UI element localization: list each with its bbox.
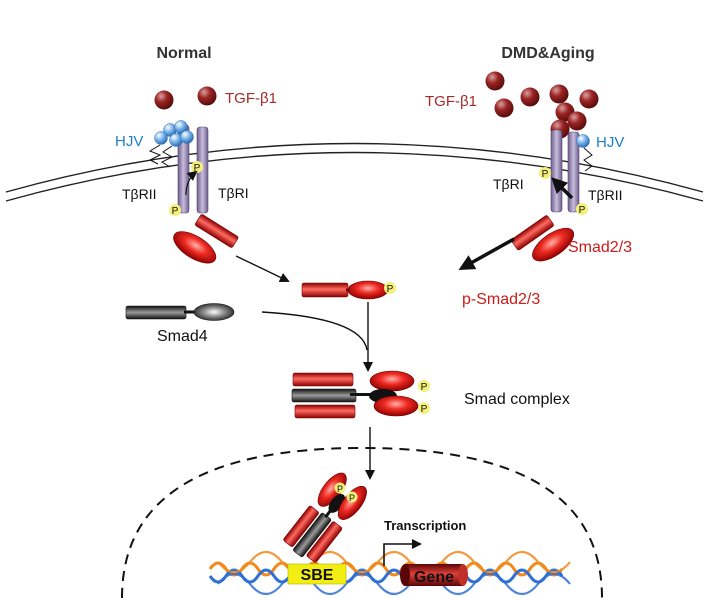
hjv-protein bbox=[180, 130, 194, 144]
transcription-start-arrow bbox=[383, 539, 422, 566]
phospho-site bbox=[191, 161, 203, 173]
smad4-label: Smad4 bbox=[157, 328, 208, 345]
smad-complex-bound bbox=[283, 472, 367, 563]
phosphorylation-arrow-left bbox=[185, 170, 198, 196]
phospho-site bbox=[334, 482, 346, 494]
phospho-site bbox=[576, 203, 588, 215]
tgf-beta1-ligand bbox=[567, 111, 587, 131]
receptor-tbri-right bbox=[550, 129, 563, 213]
hjv-label-left: HJV bbox=[115, 133, 143, 150]
tgf-beta1-ligand bbox=[494, 98, 514, 118]
p-smad23: P bbox=[301, 280, 396, 300]
gene-cylinder bbox=[400, 564, 468, 586]
smad-complex: P P bbox=[291, 370, 430, 419]
receptor-tbrii-right bbox=[567, 131, 580, 213]
svg-text:P: P bbox=[337, 484, 343, 494]
tgf-beta1-ligand bbox=[485, 71, 505, 91]
cell-membrane-outer bbox=[5, 142, 704, 193]
transcription-label: Transcription bbox=[384, 518, 466, 533]
phospho-site bbox=[539, 167, 551, 179]
tgf-beta1-ligand bbox=[520, 87, 540, 107]
flow-arrow-left bbox=[235, 255, 290, 283]
svg-text:P: P bbox=[387, 284, 394, 295]
flow-arrow-smad4-merge bbox=[261, 311, 368, 351]
gpi-anchor-left bbox=[148, 144, 162, 165]
svg-text:P: P bbox=[349, 493, 355, 503]
tgf-beta1-label-right: TGF-β1 bbox=[425, 93, 477, 110]
smad23-left bbox=[173, 214, 239, 264]
hjv-protein bbox=[154, 131, 168, 145]
smad23-label: Smad2/3 bbox=[568, 239, 632, 256]
tbri-label-right: TβRI bbox=[493, 176, 524, 192]
tbrii-label-left: TβRII bbox=[122, 186, 157, 202]
tgf-beta1-ligand bbox=[579, 89, 599, 109]
sbe-box bbox=[287, 563, 347, 585]
gene-label: Gene bbox=[414, 569, 454, 586]
tbri-label-left: TβRI bbox=[218, 185, 249, 201]
phospho-site bbox=[169, 204, 181, 216]
smad23-right bbox=[511, 215, 575, 262]
svg-text:P: P bbox=[579, 205, 586, 216]
dna-helix bbox=[208, 550, 571, 596]
svg-text:P: P bbox=[421, 404, 428, 415]
smad4 bbox=[125, 303, 235, 321]
svg-text:P: P bbox=[194, 163, 201, 174]
phosphorylation-arrow-right bbox=[551, 177, 574, 200]
smad-complex-label: Smad complex bbox=[464, 391, 570, 408]
gpi-anchor-right bbox=[583, 147, 593, 172]
p-smad23-label: p-Smad2/3 bbox=[462, 291, 540, 308]
normal-title: Normal bbox=[156, 45, 211, 62]
gpi-anchor-left bbox=[160, 145, 174, 168]
tbrii-label-right: TβRII bbox=[588, 187, 623, 203]
cell-membrane-inner bbox=[5, 151, 704, 202]
svg-text:P: P bbox=[542, 169, 549, 180]
sbe-label: SBE bbox=[301, 567, 334, 584]
tgf-beta1-ligand bbox=[154, 90, 174, 110]
tgf-beta1-label-left: TGF-β1 bbox=[225, 90, 277, 107]
hjv-protein bbox=[576, 134, 590, 148]
phospho-site bbox=[346, 491, 358, 503]
tgf-beta1-ligand bbox=[549, 84, 569, 104]
svg-text:P: P bbox=[172, 206, 179, 217]
tgf-beta1-ligand bbox=[197, 86, 217, 106]
disease-title: DMD&Aging bbox=[501, 45, 594, 62]
flow-arrow-right bbox=[458, 237, 515, 270]
svg-text:P: P bbox=[421, 382, 428, 393]
hjv-label-right: HJV bbox=[596, 134, 624, 151]
